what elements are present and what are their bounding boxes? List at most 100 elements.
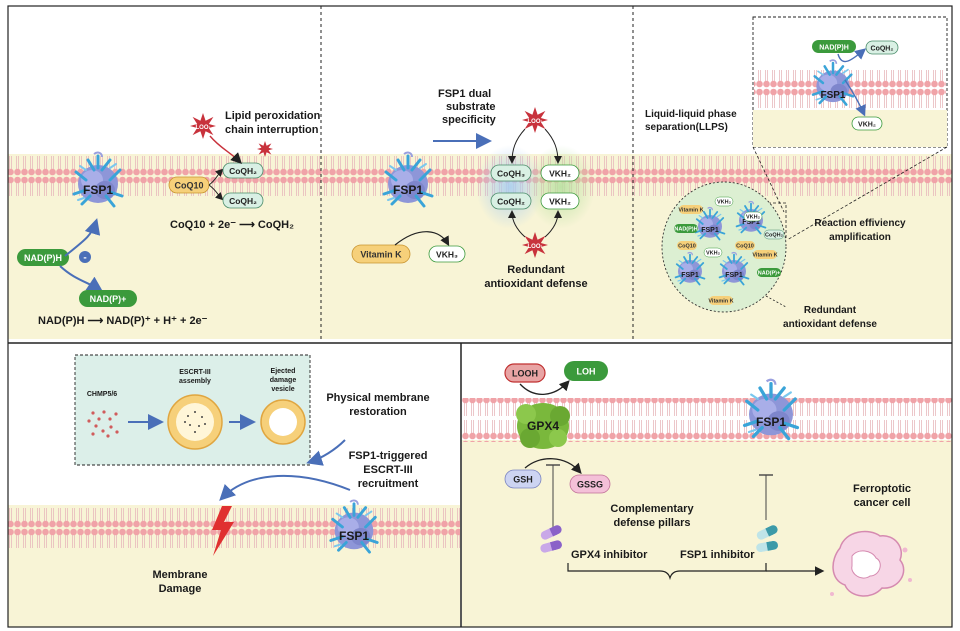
arrow-damage [219,474,351,501]
svg-text:NAD(P)+: NAD(P)+ [758,271,780,277]
panel1: FSP1 NAD(P)H - NAD(P)+ NAD(P)H ⟶ NAD(P)⁺… [17,110,321,327]
membrane-band [633,154,952,198]
inset-vkh2-label: VKH₂ [858,122,876,129]
escrt-line2: assembly [179,378,211,385]
coqh2-label: CoQH₂ [497,197,525,207]
llps-defense-line1: Redundant [804,305,857,316]
nadp-pill [79,290,137,307]
membrane-band [8,154,321,198]
vitamin-k-pill [351,244,411,264]
looh-pill [504,363,546,383]
droplet-fsp1-1: FSP1 [701,227,719,234]
electron-minus: - [83,253,86,264]
amplification-line2: amplification [829,232,891,243]
panel3: Liquid-liquid phase separation(LLPS) FSP… [645,16,948,330]
arrow-nadph-fsp1 [64,218,101,257]
fsp1-inhibitor-label: FSP1 inhibitor [680,549,755,561]
lipid-line1: Lipid peroxidation [225,110,321,122]
panel2: FSP1 dual substrate specificity FSP1 LOO… [351,88,595,290]
arrow-gsh-gssg [524,458,582,474]
restoration-line1: Physical membrane [326,392,429,404]
recruit-line3: recruitment [358,478,419,490]
svg-text:Vitamin K: Vitamin K [678,208,703,214]
inset-guide-right [786,146,948,241]
combination-brace [567,563,767,581]
pillars-line1: Complementary [610,503,694,515]
recruit-line2: ESCRT-III [363,464,413,476]
panel1-background [8,6,321,339]
loh-pill [564,361,608,381]
damage-line2: Damage [159,583,202,595]
coq10-label: CoQ10 [174,181,203,191]
panel5: LOOH LOH GPX4 GSH GSSG GPX4 inhibitor FS… [504,361,912,597]
dual-title-line2: substrate [446,101,496,113]
chmp-label: CHMP5/6 [87,391,117,398]
svg-text:VKH₂: VKH₂ [717,200,732,206]
coqh2-top-label: CoQH₂ [229,166,257,176]
svg-text:CoQ10: CoQ10 [736,244,754,250]
equation-coq: CoQ10 + 2e⁻ ⟶ CoQH₂ [170,219,294,231]
lightning-damage-icon [212,506,234,556]
escrt-line1: ESCRT-III [179,369,211,376]
dual-title-line1: FSP1 dual [438,88,491,100]
fsp1-label: FSP1 [756,415,786,429]
inset-box: FSP1 NAD(P)H CoQH₂ VKH₂ [752,16,948,148]
nadp-label: NAD(P)+ [90,294,127,304]
ejected-line3: vesicle [271,386,294,393]
arrow-loo-coq [209,135,242,164]
panel4: CHMP5/6 ESCRT-III assembly Ejected damag… [74,354,430,595]
gpx4-protein-icon [516,403,570,449]
coqh3-pill [490,164,532,182]
nadph-label: NAD(P)H [24,253,62,263]
vkh2-top-label: VKH₂ [549,169,571,179]
vkh3-label: VKH₃ [436,250,458,260]
fsp1-label: FSP1 [393,183,423,197]
inset-fsp1-label: FSP1 [820,90,845,101]
electron-icon [79,251,91,263]
fsp1-label: FSP1 [83,183,113,197]
cancer-line2: cancer cell [854,497,911,509]
panel-borders [7,5,953,628]
pillars-line2: defense pillars [613,517,690,529]
droplet-fsp1-4: FSP1 [725,272,743,279]
llps-line1: Liquid-liquid phase [645,109,737,120]
loo-label: LOO· [196,125,211,131]
gsh-label: GSH [513,475,533,485]
looh-label: LOOH [512,369,538,379]
restoration-line2: restoration [349,406,407,418]
gssg-label: GSSG [577,480,603,490]
lipid-line2: chain interruption [225,124,319,136]
vkh2-top-pill [540,164,580,182]
nadph-pill [17,249,69,266]
svg-text:VKH₂: VKH₂ [746,215,761,221]
llps-line2: separation(LLPS) [645,122,728,133]
coqh2-pill [490,192,532,210]
ejected-line1: Ejected [271,368,296,375]
recruit-line1: FSP1-triggered [349,450,428,462]
loh-label: LOH [577,367,596,377]
coqh2-bottom-pill [222,192,264,209]
svg-text:NAD(P)H: NAD(P)H [674,227,697,233]
loo-bottom-label: LOO· [528,244,543,250]
vk-glow [527,145,595,229]
arrow-looh-loh [519,380,570,395]
gssg-pill [569,474,611,494]
vkh3-pill [428,245,466,263]
inset-coqh2-label: CoQH₂ [871,46,894,53]
cancer-line1: Ferroptotic [853,483,911,495]
membrane-band [8,505,460,549]
vkh2-bottom-label: VKH₂ [549,197,571,207]
inset-nadph-label: NAD(P)H [819,45,849,52]
gpx4-label: GPX4 [527,419,559,433]
gpx4-inhibitor-label: GPX4 inhibitor [571,549,648,561]
coqh3-label: CoQH₃ [497,169,525,179]
inset-guide-left [752,146,785,213]
coqh2-top-pill [222,162,264,179]
dual-title-line3: specificity [442,114,497,126]
amplification-line1: Reaction effiviency [814,218,906,229]
ejected-line2: damage [270,377,297,384]
arrow-recruit [306,439,346,466]
defense-line1: Redundant [507,264,565,276]
